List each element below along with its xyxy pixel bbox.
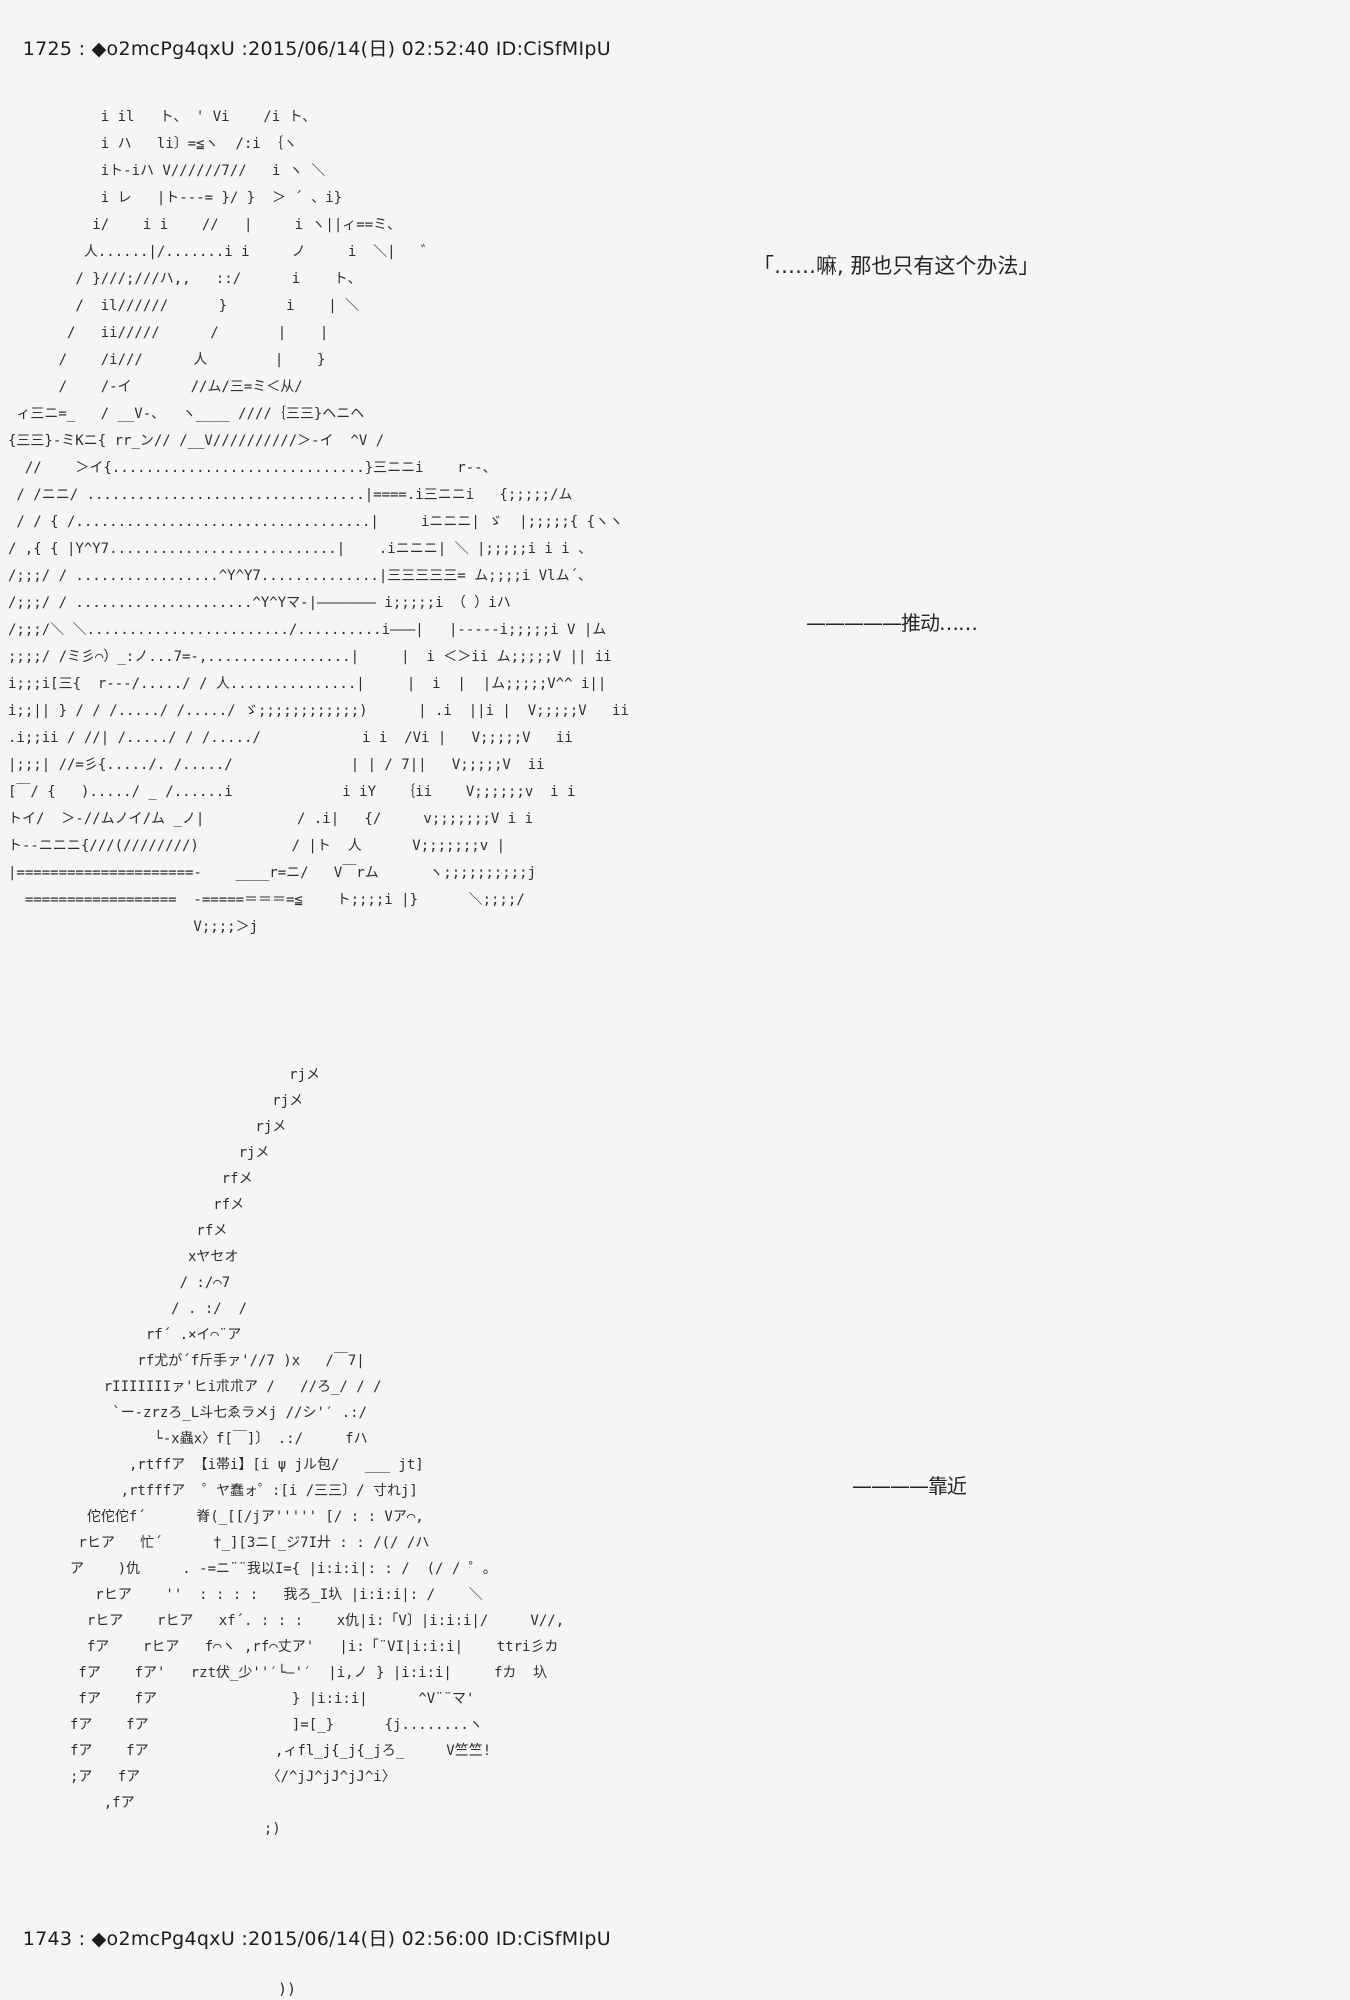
- ascii-art-character-lower: rjメ rjメ rjメ rjメ rfメ rfメ rfメ xヤセオ / :/⌒7 …: [70, 1067, 565, 1837]
- tripcode: ◆o2mcPg4qxU: [91, 38, 236, 60]
- separator: :: [72, 38, 92, 60]
- post-datetime: 2015/06/14(日) 02:56:00: [248, 1928, 490, 1950]
- post-number: 1725: [22, 38, 73, 60]
- post-datetime: 2015/06/14(日) 02:52:40: [248, 38, 490, 60]
- post-header-1743: 1743 : ◆o2mcPg4qxU :2015/06/14(日) 02:56:…: [10, 1902, 611, 1951]
- annotation-push: —————推动……: [806, 611, 978, 635]
- separator: :: [235, 1928, 249, 1950]
- post-number: 1743: [22, 1928, 73, 1950]
- post-userid: ID:CiSfMIpU: [495, 38, 611, 60]
- post-userid: ID:CiSfMIpU: [495, 1928, 611, 1950]
- separator: :: [235, 38, 249, 60]
- ascii-art-character-upper: i il ト、 ' Vi /i ト、 i ハ li〕=≦ヽ /:i ｛ヽ iト-…: [8, 109, 629, 935]
- ascii-art-fragment: )): [278, 1980, 297, 1998]
- tripcode: ◆o2mcPg4qxU: [91, 1928, 236, 1950]
- annotation-approach: ————靠近: [852, 1474, 967, 1498]
- post-header-1725: 1725 : ◆o2mcPg4qxU :2015/06/14(日) 02:52:…: [10, 12, 611, 61]
- dialogue-text: 「……嘛, 那也只有这个办法」: [753, 254, 1040, 278]
- separator: :: [72, 1928, 92, 1950]
